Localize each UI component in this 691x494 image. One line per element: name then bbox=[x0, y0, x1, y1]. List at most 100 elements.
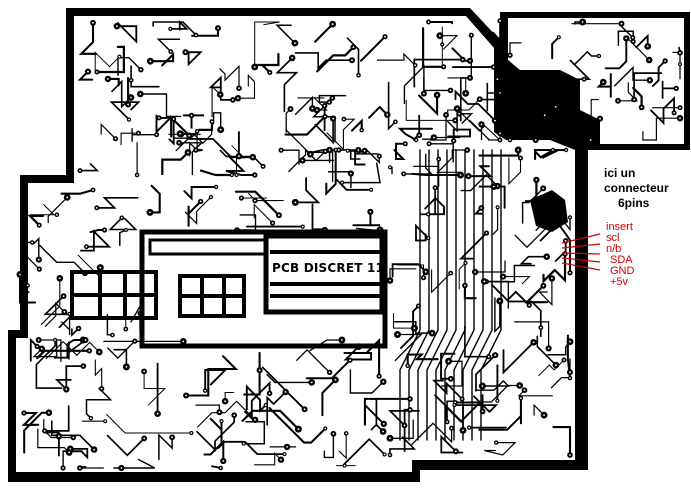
trace-segment bbox=[139, 93, 182, 118]
pad-hole bbox=[155, 133, 158, 136]
pad-hole bbox=[324, 150, 327, 153]
pad-hole bbox=[437, 158, 440, 161]
pad-hole bbox=[599, 117, 601, 120]
pad-hole bbox=[449, 377, 452, 380]
bus-line bbox=[435, 149, 457, 441]
trace-segment bbox=[507, 300, 542, 337]
pad-hole bbox=[554, 106, 557, 108]
trace-segment bbox=[428, 143, 454, 163]
trace-segment bbox=[502, 341, 535, 375]
pad-hole bbox=[19, 273, 21, 276]
trace-segment bbox=[554, 239, 567, 262]
pad-hole bbox=[452, 140, 455, 142]
pad-hole bbox=[469, 59, 471, 62]
pad-hole bbox=[111, 334, 114, 336]
trace-segment bbox=[566, 59, 592, 81]
pad-hole bbox=[389, 166, 391, 169]
pad-hole bbox=[545, 255, 548, 258]
pad-hole bbox=[332, 432, 335, 435]
trace-segment bbox=[61, 313, 71, 335]
trace-segment bbox=[422, 27, 445, 68]
trace-segment bbox=[397, 127, 433, 141]
pad-hole bbox=[517, 149, 520, 151]
pad-hole bbox=[439, 34, 441, 37]
pad-hole bbox=[456, 107, 458, 110]
pad-hole bbox=[502, 275, 504, 278]
trace-segment bbox=[490, 283, 531, 307]
pad-hole bbox=[389, 279, 391, 282]
pad-hole bbox=[280, 458, 282, 461]
pad-hole bbox=[357, 149, 360, 151]
pad-hole bbox=[620, 22, 623, 25]
pad-hole bbox=[552, 149, 554, 151]
pad-hole bbox=[557, 36, 560, 39]
trace-segment bbox=[71, 327, 80, 337]
pad-hole bbox=[217, 27, 219, 29]
pin-label-list: insert scl n/b SDA GND +5v bbox=[604, 222, 635, 288]
pad-hole bbox=[190, 432, 193, 434]
pad-hole bbox=[291, 57, 294, 59]
pad-hole bbox=[23, 412, 25, 414]
trace-segment bbox=[391, 263, 427, 278]
pad-hole bbox=[520, 397, 522, 399]
pad-hole bbox=[104, 420, 107, 423]
pad-hole bbox=[406, 364, 409, 367]
pad-hole bbox=[389, 454, 391, 456]
trace-segment bbox=[613, 65, 651, 87]
trace-segment bbox=[130, 65, 160, 88]
pad-hole bbox=[532, 341, 535, 344]
trace-segment bbox=[19, 273, 30, 294]
trace-segment bbox=[196, 400, 256, 428]
pad-hole bbox=[40, 347, 43, 350]
trace-segment bbox=[27, 214, 45, 227]
pad-hole bbox=[458, 112, 460, 115]
trace-segment bbox=[389, 436, 417, 456]
trace-segment bbox=[111, 79, 132, 109]
pad-hole bbox=[54, 339, 56, 341]
trace-segment bbox=[440, 352, 456, 380]
trace-segment bbox=[509, 42, 522, 56]
pad-hole bbox=[464, 92, 467, 95]
trace-segment bbox=[403, 64, 425, 105]
pad-hole bbox=[158, 117, 160, 119]
trace-segment bbox=[413, 58, 464, 88]
trace-segment bbox=[454, 89, 496, 122]
trace-segment bbox=[275, 24, 296, 44]
pad-hole bbox=[286, 446, 288, 448]
pad-hole bbox=[499, 132, 501, 135]
pad-hole bbox=[116, 25, 118, 28]
pad-hole bbox=[679, 63, 681, 65]
pad-hole bbox=[564, 239, 567, 242]
pad-hole bbox=[137, 132, 140, 135]
pad-hole bbox=[100, 387, 103, 390]
pad-hole bbox=[389, 437, 391, 440]
pad-hole bbox=[569, 377, 571, 379]
pad-hole bbox=[169, 28, 172, 30]
pad-hole bbox=[84, 339, 87, 341]
pad-hole bbox=[58, 435, 60, 438]
pad-hole bbox=[555, 364, 557, 366]
pad-hole bbox=[431, 332, 433, 334]
pad-hole bbox=[598, 55, 600, 57]
trace-segment bbox=[23, 411, 50, 454]
pad-hole bbox=[413, 327, 416, 329]
trace-segment bbox=[245, 384, 267, 413]
pad-hole bbox=[128, 118, 130, 121]
trace-segment bbox=[661, 80, 678, 99]
trace-segment bbox=[533, 403, 545, 416]
trace-segment bbox=[534, 148, 559, 159]
trace-segment bbox=[184, 51, 203, 67]
trace-segment bbox=[341, 162, 381, 184]
trace-segment bbox=[635, 33, 649, 49]
trace-segment bbox=[77, 70, 94, 81]
pad-hole bbox=[563, 359, 565, 361]
pad-hole bbox=[139, 93, 142, 95]
pad-hole bbox=[468, 426, 470, 429]
trace-segment bbox=[39, 244, 86, 274]
bus-line bbox=[399, 149, 421, 441]
pad-hole bbox=[37, 258, 40, 261]
trace-segment bbox=[168, 118, 175, 146]
pad-hole bbox=[334, 149, 337, 151]
pad-hole bbox=[569, 454, 571, 456]
pad-hole bbox=[424, 270, 427, 273]
